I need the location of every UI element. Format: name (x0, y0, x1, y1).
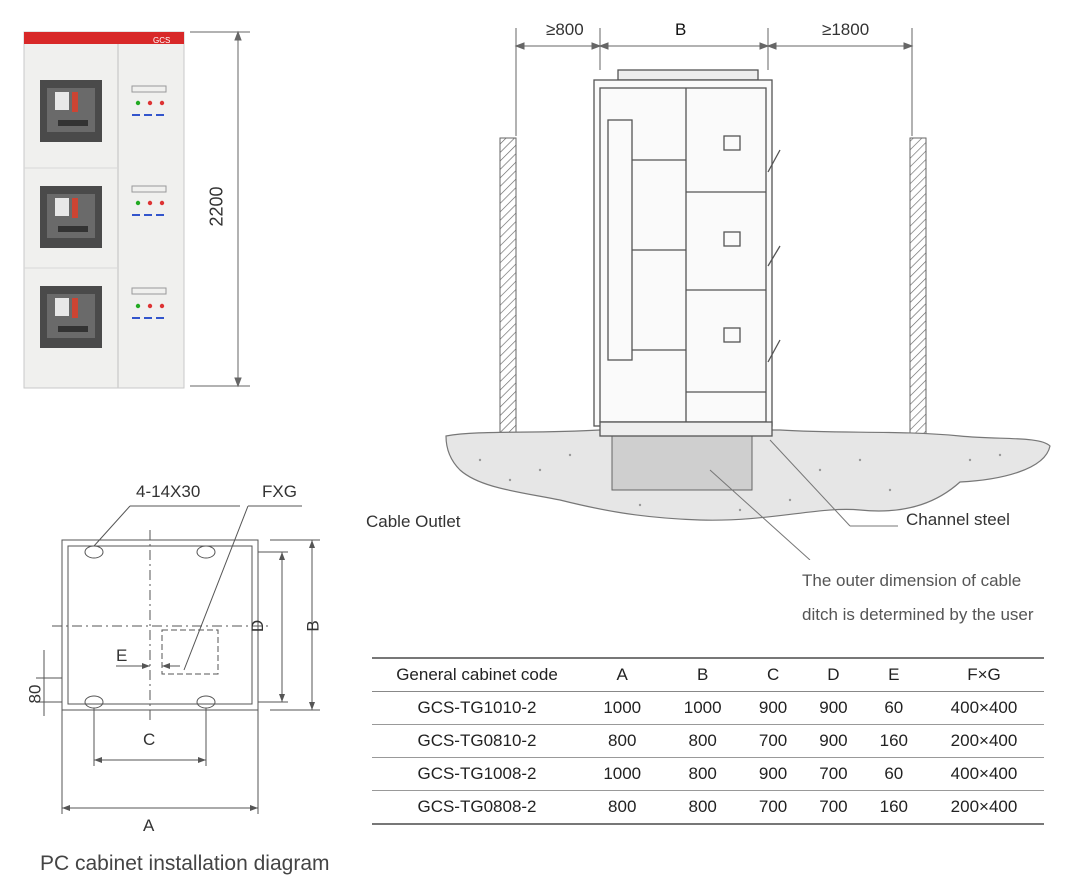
right-wall (909, 137, 927, 475)
breaker-unit (40, 80, 102, 142)
table-cell: 60 (884, 764, 904, 783)
mount-hole (84, 545, 104, 559)
table-cell: 1000 (603, 764, 642, 783)
table-cell: 900 (758, 764, 788, 783)
dim-B-label: B (303, 620, 323, 632)
table-cell: GCS-TG0810-2 (417, 731, 537, 750)
table-cell: 900 (819, 698, 848, 717)
table-cell: GCS-TG1010-2 (417, 698, 537, 717)
table-cell: 160 (879, 797, 908, 816)
table-cell: 700 (758, 731, 788, 750)
ditch-note-line1: The outer dimension of cable (802, 571, 1022, 590)
height-dimension-label: 2200 (206, 186, 227, 227)
indicator-lights (131, 185, 168, 216)
table-cell: 1000 (683, 698, 722, 717)
ground-speckle (478, 453, 1002, 512)
breaker-unit (40, 286, 102, 348)
mount-hole (196, 545, 216, 559)
header-brand-text: GCS (153, 36, 171, 45)
column-header: C (766, 665, 780, 684)
table-cell: 400×400 (950, 764, 1018, 783)
fxg-label: FXG (262, 482, 297, 501)
table-cell: 1000 (603, 698, 642, 717)
column-header: D (827, 665, 840, 684)
channel-steel-label: Channel steel (906, 510, 1010, 529)
table-cell: 700 (819, 797, 848, 816)
column-header: E (888, 665, 900, 684)
table-cell: 800 (688, 764, 717, 783)
width-B-label: B (675, 20, 687, 39)
table-cell: 700 (758, 797, 788, 816)
column-header: General cabinet code (396, 665, 558, 684)
table-cell: 800 (608, 797, 637, 816)
table-row: GCS-TG0810-2 800 800 700 900 160 200×400 (372, 725, 1044, 758)
table-cell: 160 (879, 731, 908, 750)
table-cell: 800 (688, 797, 717, 816)
spec-table: General cabinet code A B C D E F×G GCS-T… (372, 657, 1044, 825)
table-cell: GCS-TG0808-2 (417, 797, 537, 816)
dim-A-label: A (143, 816, 155, 835)
red-header-strip (24, 32, 184, 44)
table-header-row: General cabinet code A B C D E F×G (372, 658, 1044, 692)
table-cell: 200×400 (950, 731, 1018, 750)
side-elevation-diagram (445, 28, 1051, 560)
table-row: GCS-TG0808-2 800 800 700 700 160 200×400 (372, 791, 1044, 824)
left-clearance-label: ≥800 (546, 20, 584, 39)
cabinet-photo (23, 30, 250, 389)
table-row: GCS-TG1010-2 1000 1000 900 900 60 400×40… (372, 692, 1044, 725)
clearance-dimension-lines (514, 28, 914, 136)
plan-view-diagram (36, 505, 320, 814)
mount-hole (84, 695, 104, 709)
indicator-lights (131, 85, 168, 116)
leader-lines (709, 439, 898, 560)
holes-label: 4-14X30 (136, 482, 201, 501)
table-cell: 200×400 (950, 797, 1018, 816)
table-cell: GCS-TG1008-2 (417, 764, 537, 783)
column-header: A (616, 665, 628, 684)
table-cell: 800 (688, 731, 717, 750)
cabinet-outline (61, 539, 259, 711)
indicator-lights (131, 287, 168, 319)
dim-C-label: C (143, 730, 156, 749)
fxg-opening (161, 629, 219, 675)
cabinet-side-view (593, 69, 781, 437)
mount-hole (196, 695, 216, 709)
cable-outlet-label: Cable Outlet (366, 512, 461, 531)
right-clearance-label: ≥1800 (822, 20, 870, 39)
cable-ditch (611, 435, 753, 491)
breaker-unit (40, 186, 102, 248)
column-header: B (697, 665, 709, 684)
height-dimension-line (190, 30, 250, 388)
column-header: F×G (967, 665, 1001, 684)
table-cell: 60 (884, 698, 904, 717)
diagram-caption: PC cabinet installation diagram (40, 852, 330, 875)
table-cell: 900 (758, 698, 788, 717)
table-cell: 900 (819, 731, 848, 750)
table-cell: 800 (608, 731, 637, 750)
dim-80-label: 80 (25, 684, 45, 704)
left-wall (499, 137, 517, 475)
table-row: GCS-TG1008-2 1000 800 900 700 60 400×400 (372, 758, 1044, 791)
dim-D-label: D (248, 619, 268, 633)
table-cell: 700 (819, 764, 848, 783)
dim-E-label: E (116, 646, 128, 665)
ditch-note-line2: ditch is determined by the user (802, 605, 1034, 624)
table-cell: 400×400 (950, 698, 1018, 717)
